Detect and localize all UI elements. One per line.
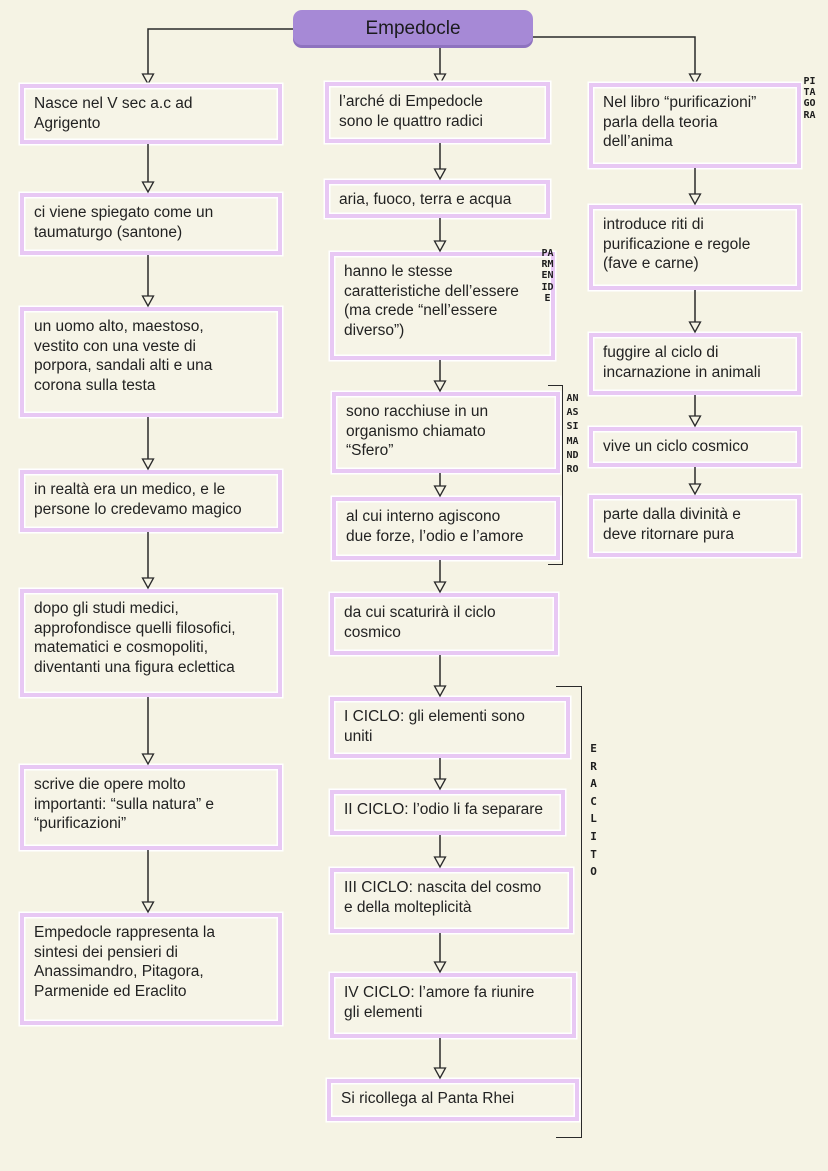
label-pitagora: PITAGORA	[803, 76, 816, 121]
arrow-down-icon	[141, 532, 155, 590]
arrow-down-icon	[433, 218, 447, 253]
arrow-down-icon	[433, 758, 447, 791]
box-studi-filosofici: dopo gli studi medici, approfondisce que…	[20, 589, 282, 697]
box-purificazioni-anima: Nel libro “purificazioni” parla della te…	[589, 83, 801, 168]
arrow-down-icon	[433, 360, 447, 393]
box-panta-rhei: Si ricollega al Panta Rhei	[327, 1079, 579, 1121]
label-anassimandro: ANASSIMANDRO	[566, 393, 579, 476]
box-ciclo-3: III CICLO: nascita del cosmo e della mol…	[330, 868, 573, 933]
box-sfero: sono racchiuse in un organismo chiamato …	[332, 392, 560, 473]
arrow-down-icon	[141, 255, 155, 308]
arrow-down-icon	[433, 473, 447, 498]
arrow-down-icon	[688, 168, 702, 206]
box-ciclo-2: II CICLO: l’odio li fa separare	[330, 790, 565, 835]
box-opere: scrive die opere molto importanti: “sull…	[20, 765, 282, 850]
label-eraclito: ERACLITO	[590, 742, 597, 879]
label-parmenide: PARMENIDE	[541, 248, 554, 304]
box-caratteristiche-essere: hanno le stesse caratteristiche dell’ess…	[330, 252, 555, 360]
box-sintesi-pensieri: Empedocle rappresenta la sintesi dei pen…	[20, 913, 282, 1025]
arrow-down-icon	[141, 850, 155, 914]
arrow-down-icon	[433, 933, 447, 974]
arrow-down-icon	[433, 655, 447, 698]
box-quattro-radici: aria, fuoco, terra e acqua	[325, 180, 550, 218]
arrow-down-icon	[141, 144, 155, 194]
box-divinita: parte dalla divinità e deve ritornare pu…	[589, 495, 801, 557]
box-fuggire-incarnazione: fuggire al ciclo di incarnazione in anim…	[589, 333, 801, 395]
box-arche: l’arché di Empedocle sono le quattro rad…	[325, 82, 550, 143]
box-vive-ciclo: vive un ciclo cosmico	[589, 427, 801, 467]
box-nasce-agrigento: Nasce nel V sec a.c ad Agrigento	[20, 84, 282, 144]
box-aspetto: un uomo alto, maestoso, vestito con una …	[20, 307, 282, 417]
arrow-down-icon	[433, 1038, 447, 1080]
arrow-down-icon	[141, 697, 155, 766]
arrow-down-icon	[141, 417, 155, 471]
anassimandro-bracket	[548, 385, 563, 565]
arrow-down-icon	[433, 560, 447, 594]
box-odio-amore: al cui interno agiscono due forze, l’odi…	[332, 497, 560, 560]
box-riti-purificazione: introduce riti di purificazione e regole…	[589, 205, 801, 290]
box-ciclo-cosmico: da cui scaturirà il ciclo cosmico	[330, 593, 558, 655]
box-ciclo-4: IV CICLO: l’amore fa riunire gli element…	[330, 973, 576, 1038]
eraclito-bracket	[556, 686, 582, 1138]
title-node-empedocle: Empedocle	[293, 10, 533, 48]
arrow-down-icon	[688, 290, 702, 334]
arrow-down-icon	[688, 467, 702, 496]
box-ciclo-1: I CICLO: gli elementi sono uniti	[330, 697, 570, 758]
box-medico: in realtà era un medico, e le persone lo…	[20, 470, 282, 532]
arrow-down-icon	[433, 835, 447, 869]
arrow-down-icon	[688, 395, 702, 428]
page-title: Empedocle	[365, 18, 461, 39]
box-taumaturgo: ci viene spiegato come un taumaturgo (sa…	[20, 193, 282, 255]
arrow-down-icon	[433, 143, 447, 181]
